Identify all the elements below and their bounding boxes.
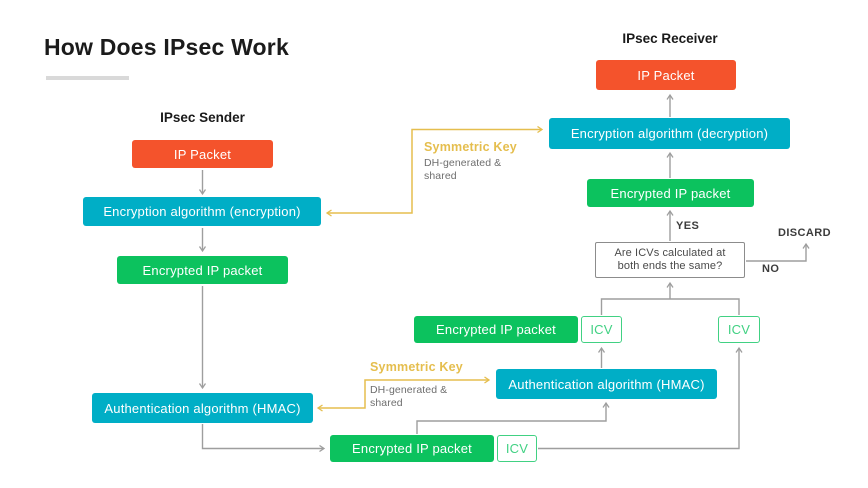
sender-heading: IPsec Sender xyxy=(160,110,245,125)
page-title: How Does IPsec Work xyxy=(44,34,289,60)
receiver-hmac-box: Authentication algorithm (HMAC) xyxy=(496,369,717,399)
sender-encrypted-packet-box: Encrypted IP packet xyxy=(117,256,288,284)
discard-label: DISCARD xyxy=(778,227,831,239)
sender-ip-packet-box: IP Packet xyxy=(132,140,273,168)
symmetric-key-bottom-label: Symmetric Key xyxy=(370,360,463,374)
arrow-no-to-discard xyxy=(746,244,806,262)
icv-compare-box: Are ICVs calculated at both ends the sam… xyxy=(595,242,745,278)
receiver-received-icv-box: ICV xyxy=(718,316,760,343)
receiver-ip-packet-box: IP Packet xyxy=(596,60,736,90)
receiver-encrypted-packet-box: Encrypted IP packet xyxy=(587,179,754,207)
icv-compare-line1: Are ICVs calculated at xyxy=(614,246,726,259)
yes-label: YES xyxy=(676,220,700,232)
symmetric-key-top-line1: DH-generated & xyxy=(424,157,502,169)
sender-hmac-box: Authentication algorithm (HMAC) xyxy=(92,393,313,423)
sender-encryption-box: Encryption algorithm (encryption) xyxy=(83,197,321,226)
icv-compare-line2: both ends the same? xyxy=(617,260,723,272)
arrow-sender-hmac-to-output-packet xyxy=(201,424,325,449)
receiver-heading: IPsec Receiver xyxy=(622,31,718,46)
symmetric-key-bottom-subtext: DH-generated & shared xyxy=(370,384,447,409)
receiver-decryption-box: Encryption algorithm (decryption) xyxy=(549,118,790,149)
symmetric-key-top-label: Symmetric Key xyxy=(424,140,517,154)
receiver-computed-icv-box: ICV xyxy=(581,316,622,343)
symmetric-key-bottom-line1: DH-generated & xyxy=(370,384,448,396)
symmetric-key-top-line2: shared xyxy=(424,169,457,182)
symmetric-key-bottom-line2: shared xyxy=(370,396,403,409)
sender-icv-box: ICV xyxy=(497,435,537,462)
symmetric-key-top-subtext: DH-generated & shared xyxy=(424,157,501,182)
line-icv-comparison-bus xyxy=(600,298,740,315)
title-underline xyxy=(46,76,129,80)
receiver-incoming-encrypted-packet-box: Encrypted IP packet xyxy=(414,316,578,343)
no-label: NO xyxy=(762,263,780,275)
sender-output-encrypted-packet-box: Encrypted IP packet xyxy=(330,435,494,462)
